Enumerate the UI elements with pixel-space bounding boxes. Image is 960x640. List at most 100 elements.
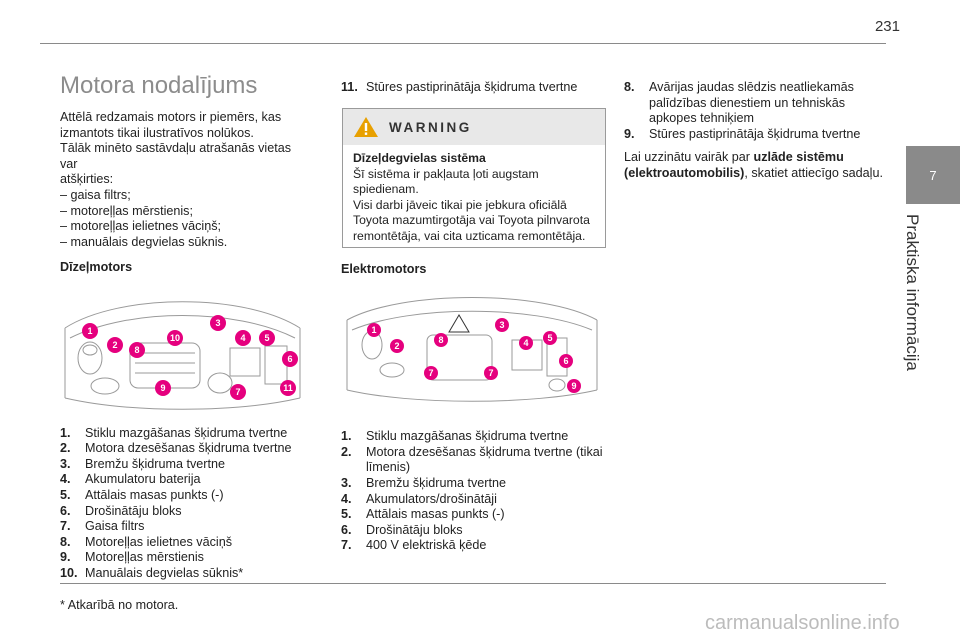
svg-text:7: 7 xyxy=(488,368,493,378)
svg-text:3: 3 xyxy=(499,320,504,330)
electric-parts-list: 1.Stiklu mazgāšanas šķidruma tvertne 2.M… xyxy=(341,429,607,554)
warning-line: Visi darbi jāveic tikai pie jebkura ofic… xyxy=(353,197,567,212)
svg-text:5: 5 xyxy=(547,333,552,343)
callout-8: 8 xyxy=(129,341,145,358)
svg-text:3: 3 xyxy=(215,318,220,328)
footer-divider xyxy=(60,583,886,584)
svg-text:6: 6 xyxy=(287,354,292,364)
svg-text:9: 9 xyxy=(160,383,165,393)
callout-6: 6 xyxy=(282,350,298,367)
callout-6: 6 xyxy=(559,353,573,368)
intro-line: izmantots tikai ilustratīvos nolūkos. xyxy=(60,125,254,140)
warning-title: WARNING xyxy=(389,119,472,135)
intro-line: atšķirties: xyxy=(60,172,114,187)
callout-7: 7 xyxy=(230,383,246,400)
watermark: carmanualsonline.info xyxy=(705,612,900,634)
electric-section: Elektromotors 1 2 8 3 4 5 6 7 7 9 1.Stik… xyxy=(341,262,607,554)
svg-text:9: 9 xyxy=(571,381,576,391)
svg-text:4: 4 xyxy=(523,338,528,348)
list-item: 7.Gaisa filtrs xyxy=(60,519,145,534)
intro-line: Tālāk minēto sastāvdaļu atrašanās vietas… xyxy=(60,141,292,171)
callout-4: 4 xyxy=(519,335,533,350)
intro-line: – manuālais degvielas sūknis. xyxy=(60,234,228,249)
warning-line: spiedienam. xyxy=(353,182,419,197)
list-item: 6.Drošinātāju bloks xyxy=(341,522,463,537)
callout-2: 2 xyxy=(390,338,404,353)
warning-triangle-icon xyxy=(354,117,378,137)
list-item: 5.Attālais masas punkts (-) xyxy=(341,507,505,522)
chapter-title-vertical: Praktiska informācija xyxy=(903,214,924,454)
footnote: * Atkarībā no motora. xyxy=(60,598,179,612)
svg-text:4: 4 xyxy=(240,333,245,343)
svg-text:1: 1 xyxy=(87,326,92,336)
callout-9: 9 xyxy=(155,379,171,396)
diesel-heading: Dīzeļmotors xyxy=(60,260,133,275)
page-number: 231 xyxy=(874,18,900,35)
callout-10: 10 xyxy=(167,329,183,346)
intro-line: – motoreļļas mērstienis; xyxy=(60,203,193,218)
svg-text:11: 11 xyxy=(283,383,293,393)
list-item: 4.Akumulators/drošinātāji xyxy=(341,491,497,506)
callout-3: 3 xyxy=(210,314,226,331)
callout-7: 7 xyxy=(484,365,498,380)
electric-motor-illustration: 1 2 8 3 4 5 6 7 7 9 xyxy=(346,296,598,402)
list-item: 9.Stūres pastiprinātāja šķidruma tvertne xyxy=(624,126,861,141)
list-item: 2.Motora dzesēšanas šķidruma tvertne (ti… xyxy=(341,444,603,475)
svg-text:2: 2 xyxy=(112,340,117,350)
list-item: 2.Motora dzesēšanas šķidruma tvertne xyxy=(60,441,292,456)
svg-text:6: 6 xyxy=(563,356,568,366)
charging-reference: Lai uzzinātu vairāk par uzlāde sistēmu (… xyxy=(624,150,883,180)
diesel-engine-illustration: 1 2 8 10 3 4 5 6 9 7 11 xyxy=(64,301,301,410)
callout-5: 5 xyxy=(259,329,275,346)
svg-text:1: 1 xyxy=(371,325,376,335)
top-divider xyxy=(40,43,886,44)
list-item: 6.Drošinātāju bloks xyxy=(60,503,182,518)
warning-line: Šī sistēma ir pakļauta ļoti augstam xyxy=(353,166,539,181)
warning-box: WARNING Dīzeļdegvielas sistēma Šī sistēm… xyxy=(342,108,606,248)
warning-line: remontētāja, vai cita uzticama remontētā… xyxy=(353,228,586,243)
page-title: Motora nodalījums xyxy=(60,72,258,99)
list-item: 7.400 V elektriskā ķēde xyxy=(341,538,487,553)
right-column: 8.Avārijas jaudas slēdzis neatliekamās p… xyxy=(624,80,886,182)
intro-line: – motoreļļas ielietnes vāciņš; xyxy=(60,219,221,234)
chapter-number: 7 xyxy=(929,167,937,183)
callout-4: 4 xyxy=(235,329,251,346)
list-item: 1.Stiklu mazgāšanas šķidruma tvertne xyxy=(341,429,569,444)
intro-line: – gaisa filtrs; xyxy=(60,187,131,202)
warning-line: Toyota mazumtirgotāja vai Toyota pilnvar… xyxy=(353,213,590,228)
svg-text:2: 2 xyxy=(394,341,399,351)
list-item: 9.Motoreļļas mērstienis xyxy=(60,550,204,565)
callout-7: 7 xyxy=(424,365,438,380)
callout-5: 5 xyxy=(543,330,557,345)
charging-link-text[interactable]: uzlāde sistēmu (elektroautomobilis) xyxy=(624,150,844,180)
svg-text:5: 5 xyxy=(264,333,269,343)
callout-1: 1 xyxy=(367,322,381,337)
list-item: 1.Stiklu mazgāšanas šķidruma tvertne xyxy=(60,425,288,440)
intro-text: Attēlā redzamais motors ir piemērs, kas … xyxy=(60,110,310,250)
right-parts-list: 8.Avārijas jaudas slēdzis neatliekamās p… xyxy=(624,80,886,142)
callout-9: 9 xyxy=(567,378,581,393)
left-column: Motora nodalījums Attēlā redzamais motor… xyxy=(60,72,310,581)
callout-8: 8 xyxy=(434,332,448,347)
svg-text:10: 10 xyxy=(170,333,180,343)
item-11: 11.Stūres pastiprinātāja šķidruma tvertn… xyxy=(341,80,607,96)
svg-text:8: 8 xyxy=(134,345,139,355)
svg-text:7: 7 xyxy=(235,387,240,397)
chapter-tab[interactable]: 7 xyxy=(906,146,960,204)
chapter-title: Praktiska informācija xyxy=(903,214,922,371)
electric-heading: Elektromotors xyxy=(341,262,427,276)
list-item: 5.Attālais masas punkts (-) xyxy=(60,487,224,502)
middle-column: 11.Stūres pastiprinātāja šķidruma tvertn… xyxy=(341,80,607,96)
list-item: 3.Bremžu šķidruma tvertne xyxy=(60,456,225,471)
list-item: 8.Avārijas jaudas slēdzis neatliekamās p… xyxy=(624,80,854,126)
svg-text:7: 7 xyxy=(428,368,433,378)
callout-1: 1 xyxy=(82,322,98,339)
warning-subject: Dīzeļdegvielas sistēma xyxy=(353,151,486,165)
callout-3: 3 xyxy=(495,317,509,332)
list-item: 8.Motoreļļas ielietnes vāciņš xyxy=(60,534,232,549)
warning-body: Dīzeļdegvielas sistēma Šī sistēma ir pak… xyxy=(343,145,605,251)
callout-11: 11 xyxy=(280,379,296,396)
list-item: 10.Manuālais degvielas sūknis* xyxy=(60,565,244,580)
list-item: 3.Bremžu šķidruma tvertne xyxy=(341,475,506,490)
diesel-parts-list: 1.Stiklu mazgāšanas šķidruma tvertne 2.M… xyxy=(60,426,310,582)
